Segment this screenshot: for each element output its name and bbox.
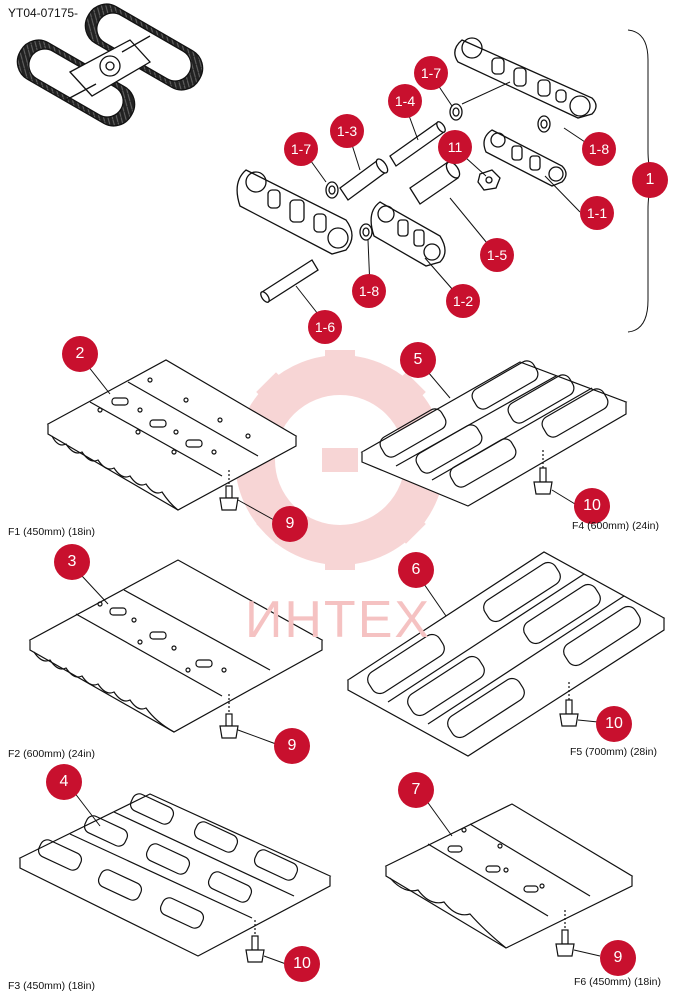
callout-1-5[interactable]: 1-5: [480, 238, 514, 272]
callout-6[interactable]: 6: [398, 552, 434, 588]
callout-1-3[interactable]: 1-3: [330, 114, 364, 148]
size-label-f5: F5 (700mm) (28in): [570, 746, 657, 758]
callout-1[interactable]: 1: [632, 162, 668, 198]
track-shoe-f4-illustration: [360, 360, 628, 507]
callout-9-f1[interactable]: 9: [272, 506, 308, 542]
size-label-f3: F3 (450mm) (18in): [8, 980, 95, 992]
callout-1-7-left[interactable]: 1-7: [284, 132, 318, 166]
size-label-f1: F1 (450mm) (18in): [8, 526, 95, 538]
size-label-f4: F4 (600mm) (24in): [572, 520, 659, 532]
callout-1-7-right[interactable]: 1-7: [414, 56, 448, 90]
callout-1-1[interactable]: 1-1: [580, 196, 614, 230]
callout-9-f6[interactable]: 9: [600, 940, 636, 976]
callout-5[interactable]: 5: [400, 342, 436, 378]
callout-3[interactable]: 3: [54, 544, 90, 580]
callout-7[interactable]: 7: [398, 772, 434, 808]
shoe-leader-lines: [73, 365, 601, 965]
size-label-f2: F2 (600mm) (24in): [8, 748, 95, 760]
track-link-assembly-illustration: [236, 37, 597, 303]
callout-2[interactable]: 2: [62, 336, 98, 372]
callout-10-f4[interactable]: 10: [574, 488, 610, 524]
callout-1-4[interactable]: 1-4: [388, 84, 422, 118]
callout-1-8-right[interactable]: 1-8: [582, 132, 616, 166]
watermark-text: ИНТЕХ: [245, 591, 432, 649]
callout-10-f3[interactable]: 10: [284, 946, 320, 982]
track-shoe-f2-illustration: [28, 559, 324, 739]
callout-4[interactable]: 4: [46, 764, 82, 800]
callout-9-f2[interactable]: 9: [274, 728, 310, 764]
track-shoe-f6-illustration: [384, 803, 634, 957]
size-label-f6: F6 (450mm) (18in): [574, 976, 661, 988]
callout-11[interactable]: 11: [438, 130, 472, 164]
part-code-label: YT04-07175-: [8, 6, 79, 20]
callout-10-f5[interactable]: 10: [596, 706, 632, 742]
callout-1-2[interactable]: 1-2: [446, 284, 480, 318]
callout-1-8-left[interactable]: 1-8: [352, 274, 386, 308]
callout-1-6[interactable]: 1-6: [308, 310, 342, 344]
track-shoe-f5-illustration: [346, 551, 666, 757]
track-shoe-f3-illustration: [18, 793, 332, 963]
track-shoe-f1-illustration: [46, 359, 298, 511]
undercarriage-thumbnail-illustration: [16, 3, 204, 127]
